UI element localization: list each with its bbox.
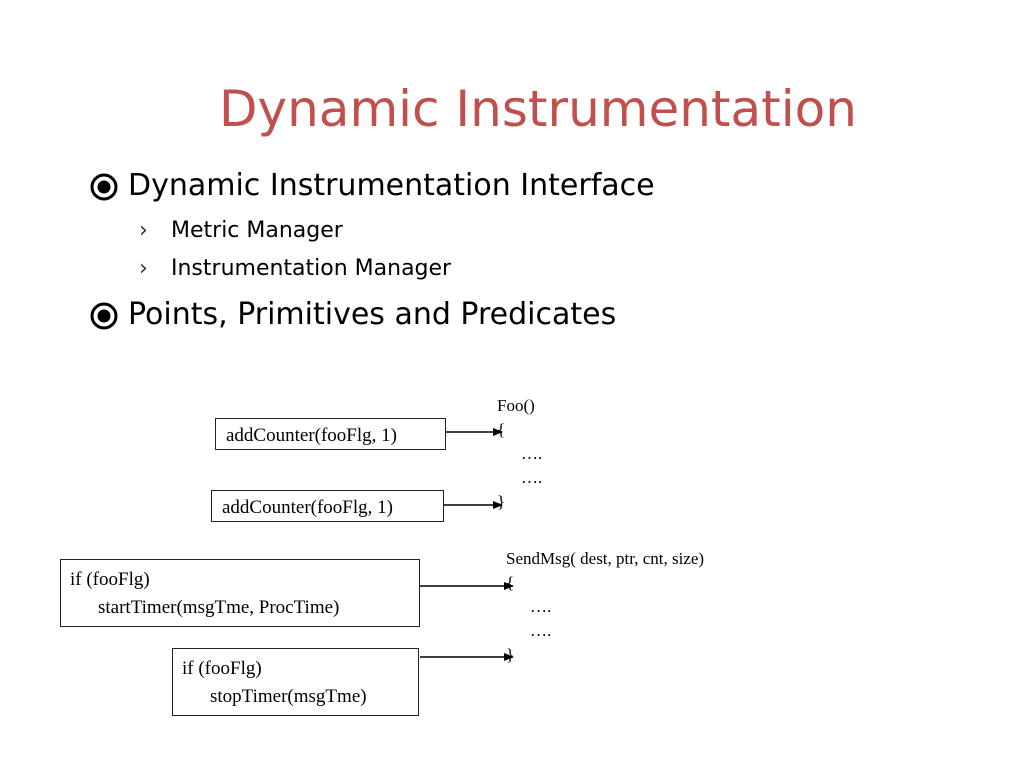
open-brace: {: [506, 573, 515, 592]
close-brace: }: [497, 492, 506, 511]
body-line: ….: [521, 444, 543, 463]
circled-dot-bullet-icon: [90, 173, 118, 201]
box-line: addCounter(fooFlg, 1): [222, 497, 393, 518]
bullet-dynamic-instrumentation-interface: Dynamic Instrumentation Interface: [88, 166, 655, 206]
close-brace: }: [506, 645, 515, 664]
bullet-label: Points, Primitives and Predicates: [128, 297, 617, 332]
box-line: addCounter(fooFlg, 1): [226, 425, 397, 446]
box-line: if (fooFlg): [70, 569, 150, 590]
foo-function-code: Foo() { …. …. }: [497, 394, 542, 514]
circled-dot-bullet-icon: [90, 302, 118, 330]
function-signature: SendMsg( dest, ptr, cnt, size): [506, 549, 705, 568]
slide-title: Dynamic Instrumentation: [219, 80, 857, 138]
add-counter-box-1: addCounter(fooFlg, 1): [215, 418, 446, 450]
body-line: ….: [530, 621, 552, 640]
function-signature: Foo(): [497, 396, 535, 415]
sub-item-instrumentation-manager: › Instrumentation Manager: [139, 254, 451, 284]
chevron-right-icon: ›: [139, 218, 148, 243]
box-line: if (fooFlg): [182, 658, 262, 679]
add-counter-box-2: addCounter(fooFlg, 1): [211, 490, 444, 522]
box-line: startTimer(msgTme, ProcTime): [98, 597, 340, 618]
body-line: ….: [521, 468, 543, 487]
sendmsg-function-code: SendMsg( dest, ptr, cnt, size) { …. …. }: [506, 547, 704, 667]
stop-timer-box: if (fooFlg) stopTimer(msgTme): [172, 648, 419, 716]
box-line: stopTimer(msgTme): [210, 686, 367, 707]
bullet-points-primitives-predicates: Points, Primitives and Predicates: [88, 295, 616, 335]
sub-item-label: Instrumentation Manager: [171, 256, 452, 281]
bullet-label: Dynamic Instrumentation Interface: [128, 168, 655, 203]
sub-item-label: Metric Manager: [171, 218, 343, 243]
chevron-right-icon: ›: [139, 256, 148, 281]
sub-item-metric-manager: › Metric Manager: [139, 216, 343, 246]
start-timer-box: if (fooFlg) startTimer(msgTme, ProcTime): [60, 559, 420, 627]
open-brace: {: [497, 420, 506, 439]
body-line: ….: [530, 597, 552, 616]
